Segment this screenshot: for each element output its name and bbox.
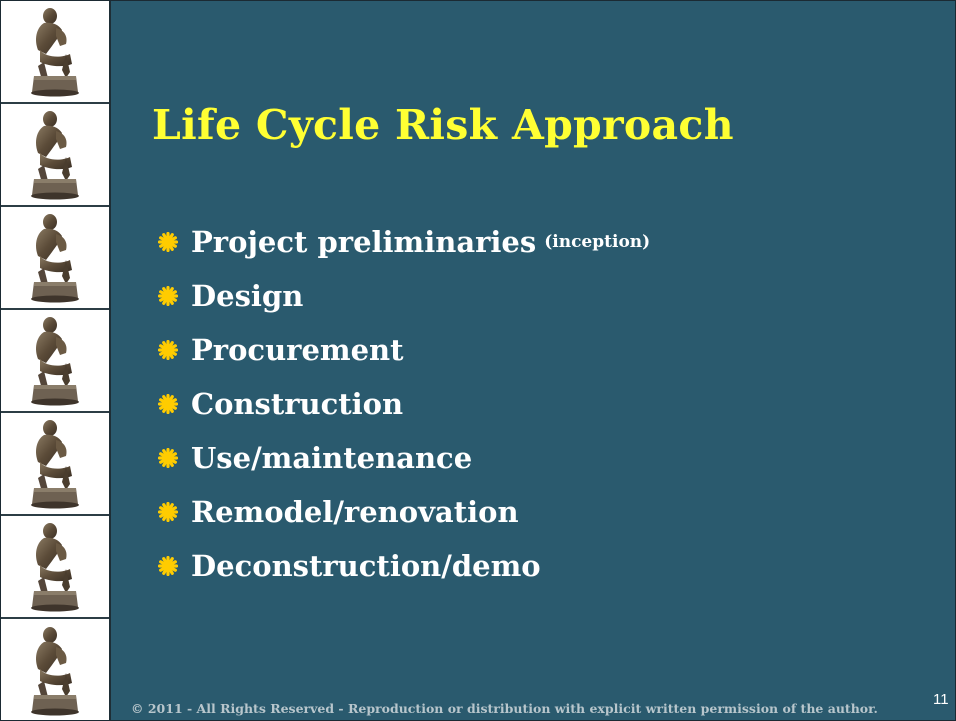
sidebar-thinker-image [1,310,109,413]
bullet-item: Use/maintenance [158,431,650,485]
bullet-item: Design [158,269,650,323]
thinker-statue-icon [31,213,79,302]
page-number: 11 [933,691,949,708]
bullet-text: Deconstruction/demo [191,549,541,583]
bullet-text: Procurement [191,333,404,367]
asterisk-bullet-icon [158,286,178,306]
sidebar-thinker-image [1,104,109,207]
thinker-statue-icon [31,7,79,96]
thinker-statue-icon [31,626,79,715]
asterisk-bullet-icon [158,556,178,576]
asterisk-bullet-icon [158,340,178,360]
thinker-statue-icon [31,522,79,611]
sidebar-thinker-image [1,207,109,310]
bullet-text: Construction [191,387,404,421]
bullet-note: (inception) [544,232,651,252]
bullet-list: Project preliminaries (inception) Design… [158,215,650,593]
asterisk-bullet-icon [158,502,178,522]
bullet-item: Project preliminaries (inception) [158,215,650,269]
copyright-footer: © 2011 - All Rights Reserved - Reproduct… [131,701,878,716]
bullet-item: Procurement [158,323,650,377]
thinker-statue-icon [31,316,79,405]
slide-title: Life Cycle Risk Approach [152,101,734,149]
sidebar-thinker-image [1,413,109,516]
thinker-statue-icon [31,110,79,199]
bullet-text: Design [191,279,304,313]
thinker-statue-icon [31,419,79,508]
sidebar-thinker-image [1,516,109,619]
bullet-text: Project preliminaries [191,225,537,259]
bullet-item: Construction [158,377,650,431]
bullet-text: Use/maintenance [191,441,473,475]
bullet-text: Remodel/renovation [191,495,519,529]
bullet-item: Deconstruction/demo [158,539,650,593]
sidebar-thinker-image [1,1,109,104]
asterisk-bullet-icon [158,448,178,468]
sidebar-thinker-image [1,619,109,720]
asterisk-bullet-icon [158,394,178,414]
bullet-item: Remodel/renovation [158,485,650,539]
sidebar-thinker-column [1,1,111,720]
asterisk-bullet-icon [158,232,178,252]
